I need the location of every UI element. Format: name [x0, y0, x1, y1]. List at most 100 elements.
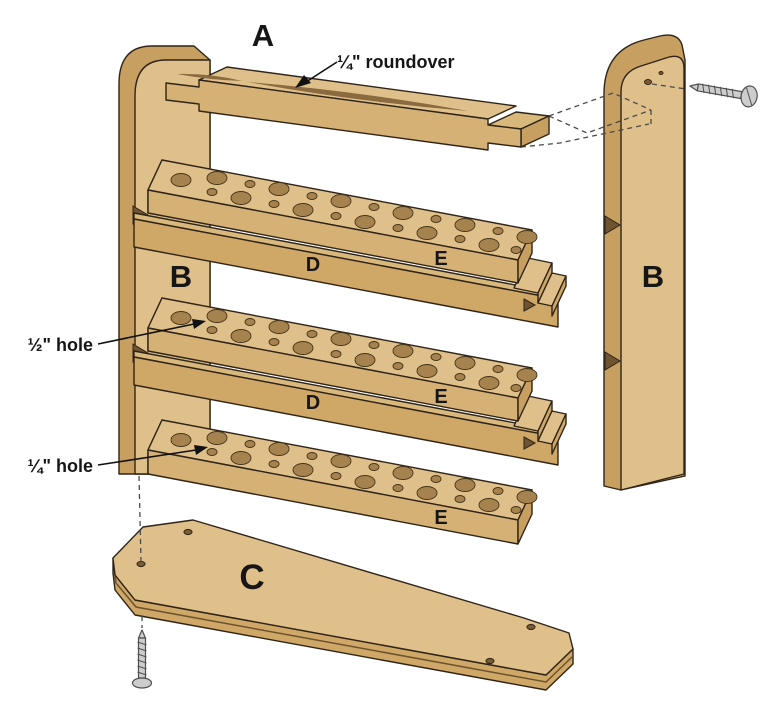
screw-alignment-dash	[651, 83, 687, 90]
quarter-inch-hole	[244, 180, 256, 188]
quarter-inch-hole	[430, 353, 442, 361]
quarter-inch-hole	[510, 384, 522, 392]
quarter-inch-hole	[330, 350, 342, 358]
quarter-inch-hole	[492, 365, 504, 373]
base-screw-hole-back-right	[526, 623, 536, 631]
roundover-groove-left	[177, 73, 242, 81]
half-inch-hole	[416, 226, 438, 240]
shelf1-d-label: D	[306, 254, 320, 276]
quarter-inch-hole	[430, 215, 442, 223]
half-inch-hole	[206, 309, 228, 323]
quarter-inch-hole	[392, 362, 404, 370]
quarter-inch-hole	[206, 326, 218, 334]
quarter-inch-hole	[206, 188, 218, 196]
half-inch-hole	[478, 498, 500, 512]
shelf3-holes	[170, 431, 538, 514]
half-inch-hole	[330, 332, 352, 346]
quarter-hole-callout-arrowhead	[194, 445, 208, 455]
half-inch-hole	[292, 463, 314, 477]
left-panel-label: B	[170, 259, 192, 294]
half-inch-hole	[170, 311, 192, 325]
bottom-screw	[131, 629, 153, 689]
half-inch-hole	[416, 486, 438, 500]
quarter-inch-hole	[430, 475, 442, 483]
quarter-inch-hole	[368, 341, 380, 349]
half-hole-callout-arrowhead	[192, 319, 206, 329]
half-inch-hole	[330, 194, 352, 208]
shelf1-e-label: E	[434, 248, 447, 270]
half-hole-callout-line	[97, 323, 195, 345]
quarter-inch-hole	[368, 463, 380, 471]
quarter-hole-callout-line	[97, 449, 197, 466]
half-inch-hole	[292, 341, 314, 355]
part-labels: A B B	[170, 18, 664, 294]
shelf2-d-step2-end	[551, 413, 567, 455]
half-inch-hole	[170, 173, 192, 187]
quarter-inch-hole	[330, 472, 342, 480]
left-side-panel	[118, 45, 211, 475]
half-inch-hole	[392, 344, 414, 358]
base-top-face	[112, 519, 574, 676]
shelf3-e-label: E	[434, 507, 447, 529]
right-panel-dado-notch-bottom	[604, 351, 621, 371]
quarter-inch-hole	[206, 448, 218, 456]
screw-head	[131, 677, 153, 689]
half-inch-hole	[268, 182, 290, 196]
screw-head-slot	[746, 87, 753, 106]
half-inch-hole	[330, 454, 352, 468]
right-panel-screw-hole	[644, 79, 652, 85]
shelf2-e-label: E	[434, 386, 447, 408]
half-inch-hole	[454, 478, 476, 492]
quarter-inch-hole	[306, 192, 318, 200]
quarter-inch-hole	[244, 440, 256, 448]
quarter-inch-hole	[454, 373, 466, 381]
quarter-inch-hole	[330, 212, 342, 220]
shelf-2: D E	[133, 297, 567, 466]
right-panel-label: B	[642, 259, 664, 294]
half-inch-hole	[392, 466, 414, 480]
roundover-callout-text: ¼" roundover	[337, 52, 455, 72]
shelf2-d-front-face	[133, 356, 559, 466]
shelf-1: D E	[133, 159, 567, 328]
shelf2-d-notch	[523, 436, 537, 450]
half-inch-hole	[516, 490, 538, 504]
quarter-inch-hole	[492, 487, 504, 495]
shelf2-d-label: D	[306, 392, 320, 414]
quarter-inch-hole	[492, 227, 504, 235]
top-right-screw	[689, 83, 758, 108]
roundover-callout-line	[305, 61, 338, 83]
right-panel-dado-notch-top	[604, 215, 621, 235]
base-screw-hole-front-left	[136, 560, 146, 568]
half-inch-hole	[268, 442, 290, 456]
shelf2-holes	[170, 309, 538, 392]
base-screw-hole-back-left	[183, 528, 193, 536]
rail-alignment-dashes	[520, 83, 687, 148]
shelf1-holes	[170, 171, 538, 254]
bottom-alignment	[131, 475, 153, 689]
right-side-panel	[603, 34, 686, 491]
shelf1-d-step2-end	[551, 275, 567, 317]
top-rail	[165, 66, 550, 151]
half-inch-hole	[416, 364, 438, 378]
roundover-callout-arrowhead	[295, 75, 311, 88]
half-inch-hole	[454, 356, 476, 370]
quarter-inch-hole	[268, 338, 280, 346]
base-board: C	[112, 519, 574, 691]
quarter-inch-hole	[392, 484, 404, 492]
half-inch-hole	[230, 451, 252, 465]
quarter-inch-hole	[510, 506, 522, 514]
quarter-inch-hole	[244, 318, 256, 326]
half-inch-hole	[206, 171, 228, 185]
quarter-inch-hole	[306, 452, 318, 460]
callouts: ¼" roundover ½" hole ¼" hole	[27, 52, 454, 476]
half-inch-hole	[454, 218, 476, 232]
half-inch-hole	[268, 320, 290, 334]
shelf1-d-notch	[523, 298, 537, 312]
half-hole-callout-text: ½" hole	[27, 335, 93, 355]
quarter-inch-hole	[454, 495, 466, 503]
right-panel-front-face	[620, 55, 685, 491]
quarter-inch-hole	[268, 200, 280, 208]
quarter-inch-hole	[306, 330, 318, 338]
